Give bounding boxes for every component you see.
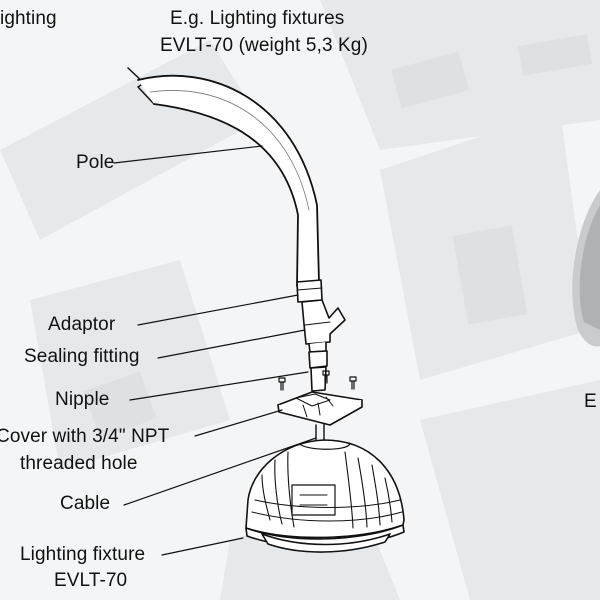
label-nipple: Nipple <box>55 389 110 410</box>
example-title-line2: EVLT-70 (weight 5,3 Kg) <box>160 35 368 56</box>
label-sealing-fitting: Sealing fitting <box>24 346 140 367</box>
leader-cover <box>194 409 283 437</box>
label-cover-line2: threaded hole <box>20 453 138 474</box>
leader-adaptor <box>137 294 299 326</box>
label-cover-line1: Cover with 3/4" NPT <box>0 426 170 447</box>
example-title-line1: E.g. Lighting fixtures <box>170 8 345 29</box>
leader-nipple <box>129 371 309 401</box>
label-adaptor: Adaptor <box>48 314 116 335</box>
header-left-fragment: ighting <box>0 8 57 29</box>
label-fixture-line2: EVLT-70 <box>54 570 128 591</box>
leader-pole <box>113 145 263 164</box>
adaptor <box>296 279 323 303</box>
cover-plate <box>277 391 363 426</box>
leader-sealing-fitting <box>157 329 306 359</box>
label-cable: Cable <box>60 493 111 514</box>
pole <box>137 74 320 287</box>
cover-screws <box>278 370 357 391</box>
pole-break-mark <box>127 67 155 105</box>
nipple <box>308 350 328 392</box>
sealing-fitting <box>301 299 346 353</box>
leader-fixture <box>161 537 244 556</box>
label-fixture-line1: Lighting fixture <box>20 544 146 565</box>
right-edge-fragment: E <box>584 391 597 412</box>
photo-fragment-right <box>572 190 600 347</box>
lighting-fixture <box>245 439 405 553</box>
leader-lines <box>113 145 317 556</box>
leader-cable <box>123 437 317 506</box>
label-pole: Pole <box>76 152 115 173</box>
